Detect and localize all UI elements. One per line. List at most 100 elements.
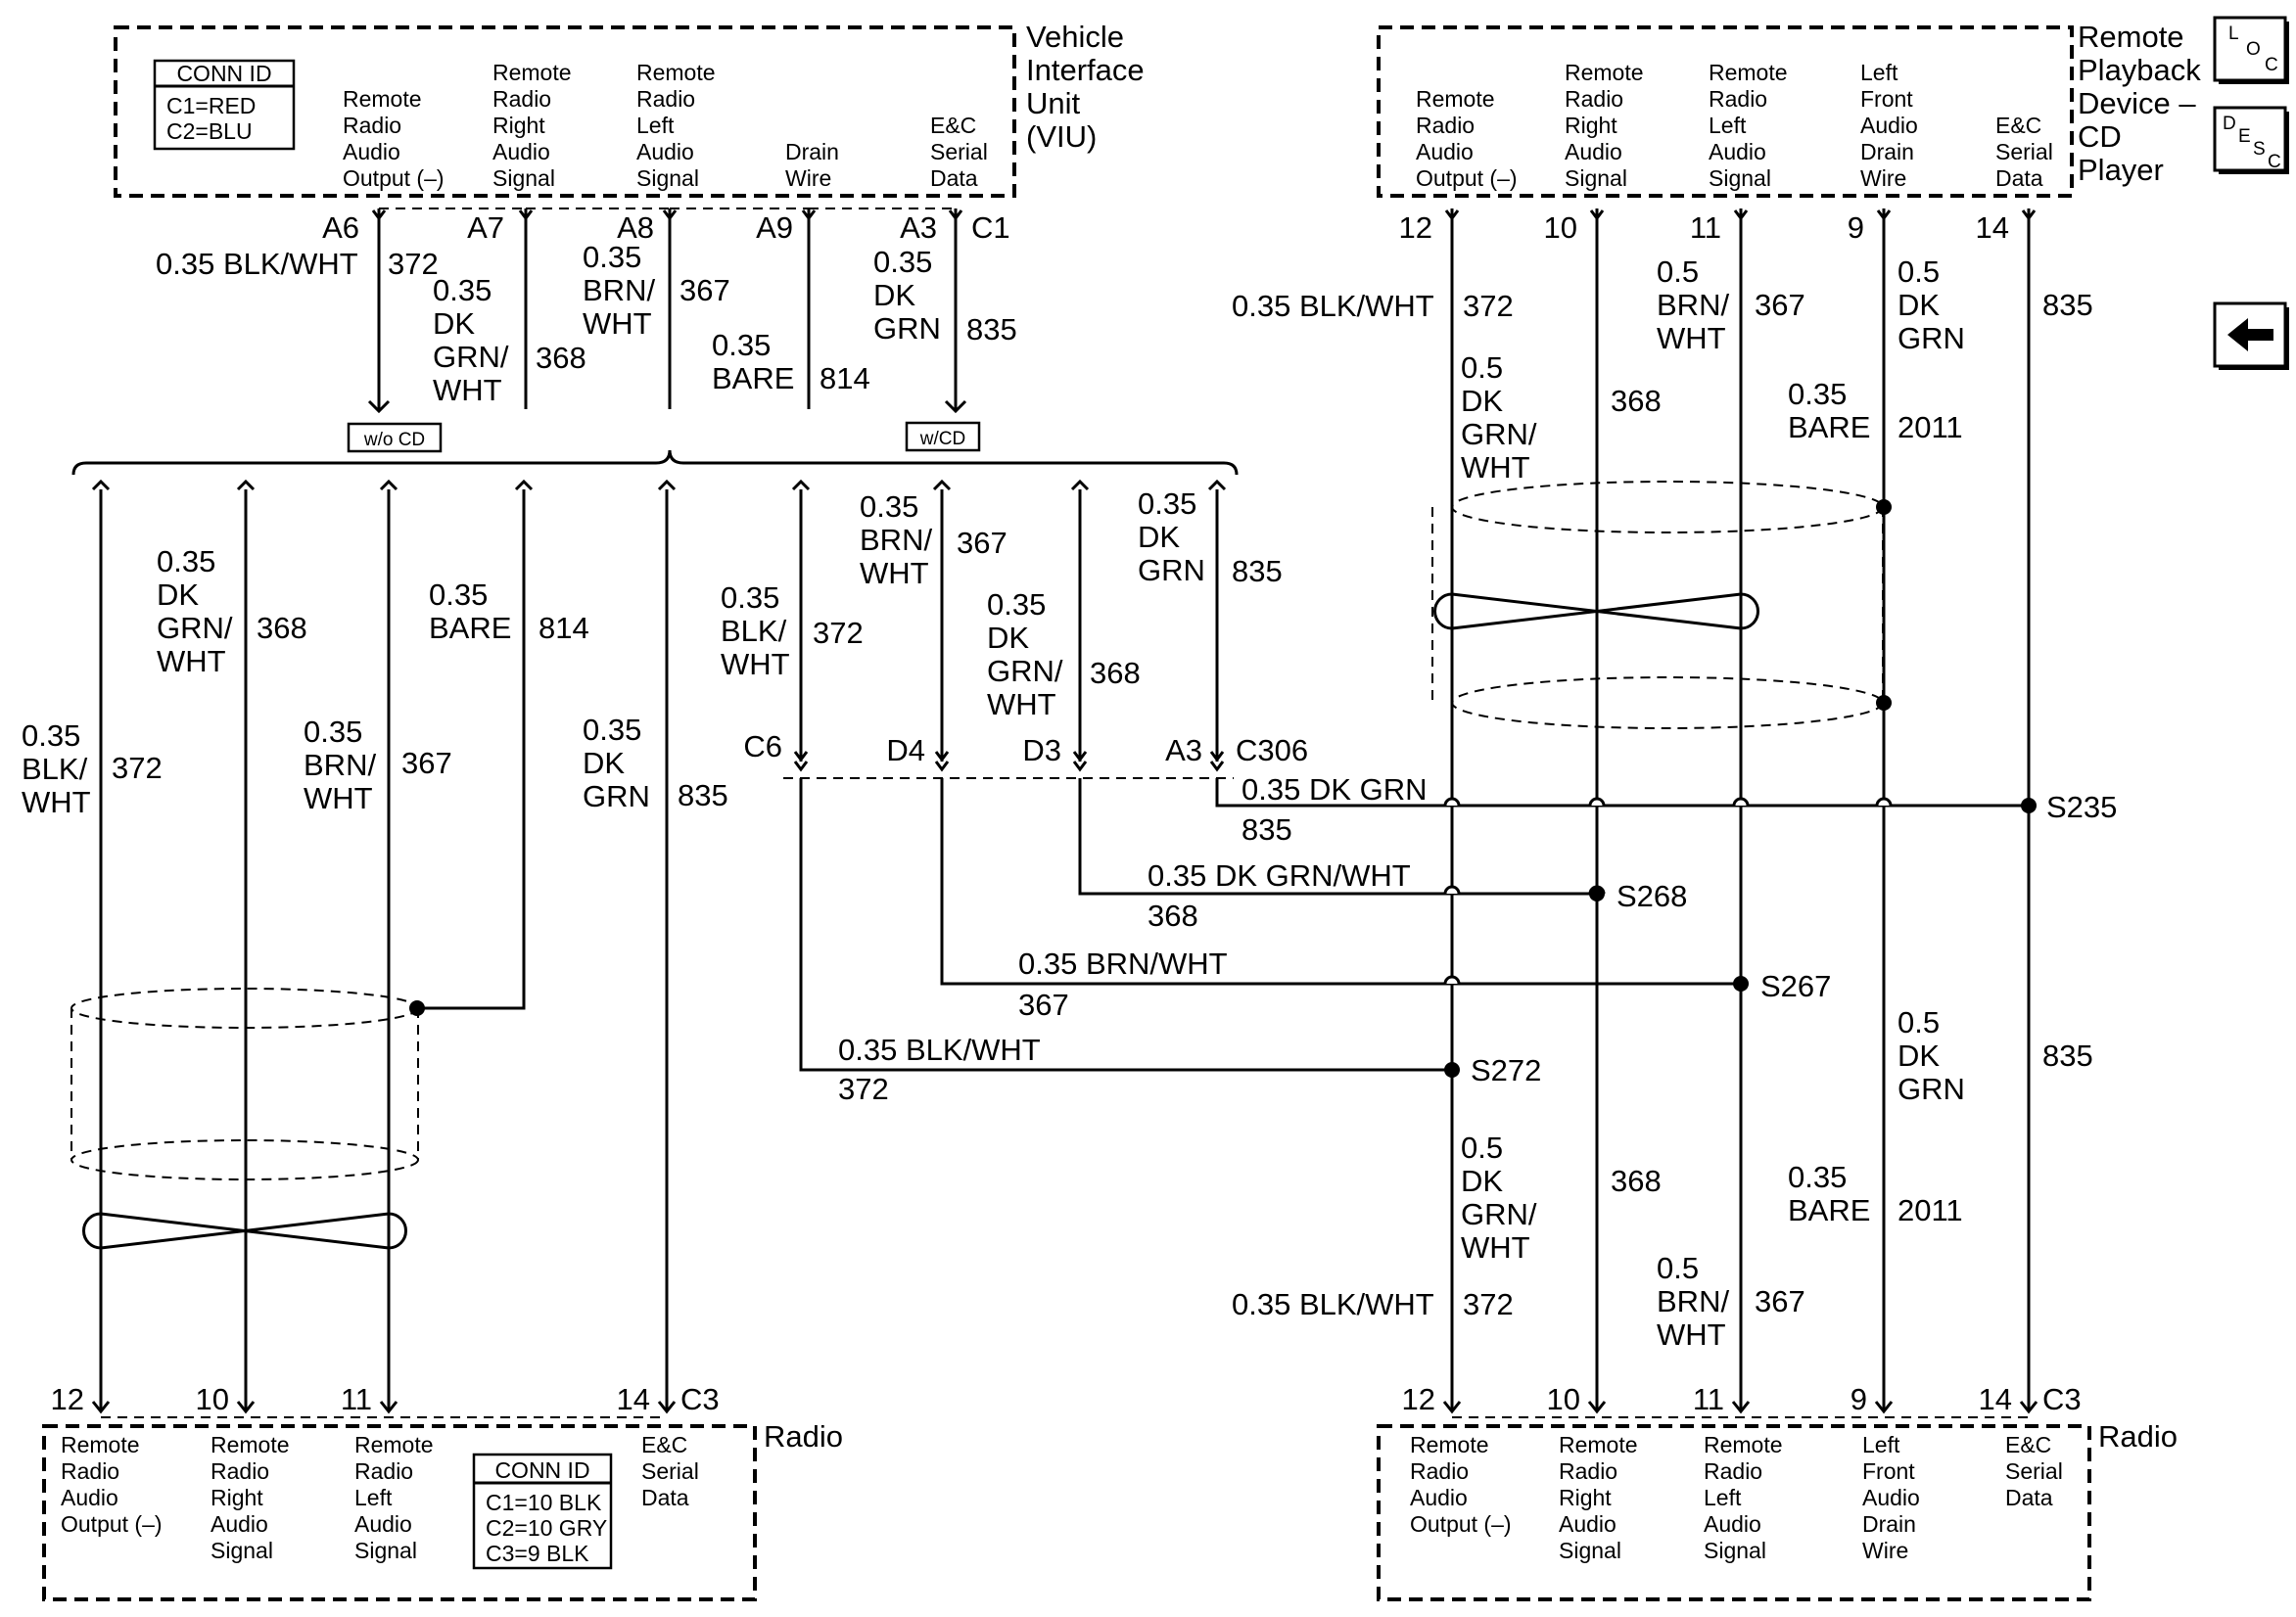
- splice-s235-dot: [2021, 798, 2037, 813]
- option-bracket: [71, 449, 1239, 476]
- wire-gauge-label: 0.35 BLK/WHT: [1232, 289, 1434, 323]
- radio-pin-terminal: [1587, 1401, 1607, 1414]
- circuit-number: 835: [1232, 554, 1283, 588]
- circuit-number: 835: [966, 312, 1017, 346]
- splice-label: S272: [1471, 1053, 1541, 1087]
- loc-button[interactable]: LOC: [2213, 16, 2289, 84]
- option-tag-label: w/o CD: [363, 430, 425, 450]
- pin-function-label: Output (–): [61, 1511, 163, 1537]
- twisted-pair: [82, 1212, 407, 1250]
- circuit-number: 367: [957, 526, 1007, 560]
- pin-function-label: Wire: [1860, 165, 1906, 191]
- splice-label: S267: [1760, 969, 1831, 1003]
- connector-terminal: [934, 761, 950, 772]
- splice-s268-dot: [1589, 886, 1605, 901]
- pin-function-label: Audio: [636, 139, 694, 164]
- pin-number: 10: [1547, 1382, 1580, 1416]
- pin-function-label: Signal: [1565, 165, 1627, 191]
- branch-terminal: [514, 479, 534, 491]
- drain-wire: [417, 489, 526, 1010]
- back-button-shadow: [2219, 366, 2289, 370]
- splice-wire: [940, 778, 1741, 986]
- wire-crossover: [1443, 975, 1461, 985]
- radio-pin-terminal: [2019, 1401, 2038, 1414]
- splice-s267-dot: [1733, 976, 1749, 992]
- pin-function-label: Remote: [1565, 60, 1644, 85]
- pin-number: A3: [1165, 733, 1202, 767]
- component-title: Vehicle: [1026, 20, 1124, 54]
- connector-terminal: [1072, 751, 1088, 762]
- conn-id-title: CONN ID: [494, 1457, 589, 1483]
- wire-crossover: [1443, 885, 1461, 895]
- radio-pin-terminal: [1874, 1401, 1894, 1414]
- drain-splice-dot: [1876, 695, 1892, 711]
- twisted-pair: [100, 1212, 390, 1250]
- cd-player-box: [1377, 25, 2074, 198]
- circuit-number: 368: [257, 611, 307, 645]
- viu-pin-terminal: [518, 209, 534, 221]
- pin-function-label: Radio: [354, 1458, 413, 1484]
- component-title: Remote: [2078, 20, 2184, 54]
- pin-function-label: Output (–): [1410, 1511, 1512, 1537]
- circuit-number: 814: [539, 611, 589, 645]
- radio-pin-terminal: [1731, 1401, 1751, 1414]
- pin-function-label: Radio: [1565, 86, 1623, 112]
- circuit-number: 835: [2042, 1039, 2093, 1073]
- twisted-pair: [1433, 592, 1759, 630]
- pin-function-label: Front: [1862, 1458, 1915, 1484]
- pin-function-label: Wire: [785, 165, 831, 191]
- pin-function-label: Left: [1709, 113, 1747, 138]
- pin-number: D4: [886, 733, 925, 767]
- pin-function-label: Data: [930, 165, 978, 191]
- pin-function-label: Output (–): [1416, 165, 1518, 191]
- loc-letter: L: [2228, 23, 2239, 44]
- desc-letter: C: [2268, 152, 2281, 172]
- radio-pin-terminal: [379, 1401, 398, 1414]
- pin-number: 14: [1979, 1382, 2012, 1416]
- pin-function-label: Audio: [1416, 139, 1474, 164]
- pin-function-label: Right: [1565, 113, 1617, 138]
- pin-number: 10: [1544, 210, 1577, 245]
- viu-pin-terminal: [371, 209, 387, 221]
- pin-function-label: Remote: [1410, 1432, 1489, 1457]
- pin-number: 9: [1848, 210, 1864, 245]
- pin-number: 14: [1976, 210, 2009, 245]
- conn-id-value: C1=RED: [166, 93, 256, 118]
- pin-function-label: Output (–): [343, 165, 445, 191]
- pin-function-label: E&C: [2005, 1432, 2051, 1457]
- circuit-number: 368: [1090, 656, 1141, 690]
- circuit-number: 835: [2042, 288, 2093, 322]
- pin-function-label: Audio: [354, 1511, 412, 1537]
- circuit-number: 368: [1148, 899, 1198, 933]
- pin-number: 12: [1399, 210, 1432, 245]
- pin-function-label: Remote: [1709, 60, 1788, 85]
- pin-function-label: Radio: [1704, 1458, 1762, 1484]
- pin-function-label: Audio: [211, 1511, 268, 1537]
- component-title: Unit: [1026, 86, 1081, 120]
- conn-id-value: C2=BLU: [166, 118, 253, 144]
- pin-function-label: Radio: [636, 86, 695, 112]
- back-button[interactable]: [2213, 301, 2289, 370]
- desc-letter: S: [2253, 139, 2266, 160]
- pin-function-label: Radio: [1416, 113, 1475, 138]
- radio-left-box: [42, 1424, 757, 1601]
- connector-terminal: [934, 751, 950, 762]
- pin-function-label: Signal: [354, 1538, 417, 1563]
- circuit-number: 368: [1611, 1164, 1662, 1198]
- pin-function-label: Signal: [492, 165, 555, 191]
- pin-function-label: Drain: [1862, 1511, 1916, 1537]
- connector-id: C3: [2042, 1382, 2082, 1416]
- branch-terminal: [791, 479, 811, 491]
- cable-shield: [1451, 676, 1884, 729]
- desc-button-shadow: [2285, 112, 2289, 174]
- splice-wire: [1215, 778, 2029, 808]
- pin-function-label: Front: [1860, 86, 1913, 112]
- pin-function-label: Remote: [354, 1432, 434, 1457]
- radio-pin-terminal: [91, 1401, 111, 1414]
